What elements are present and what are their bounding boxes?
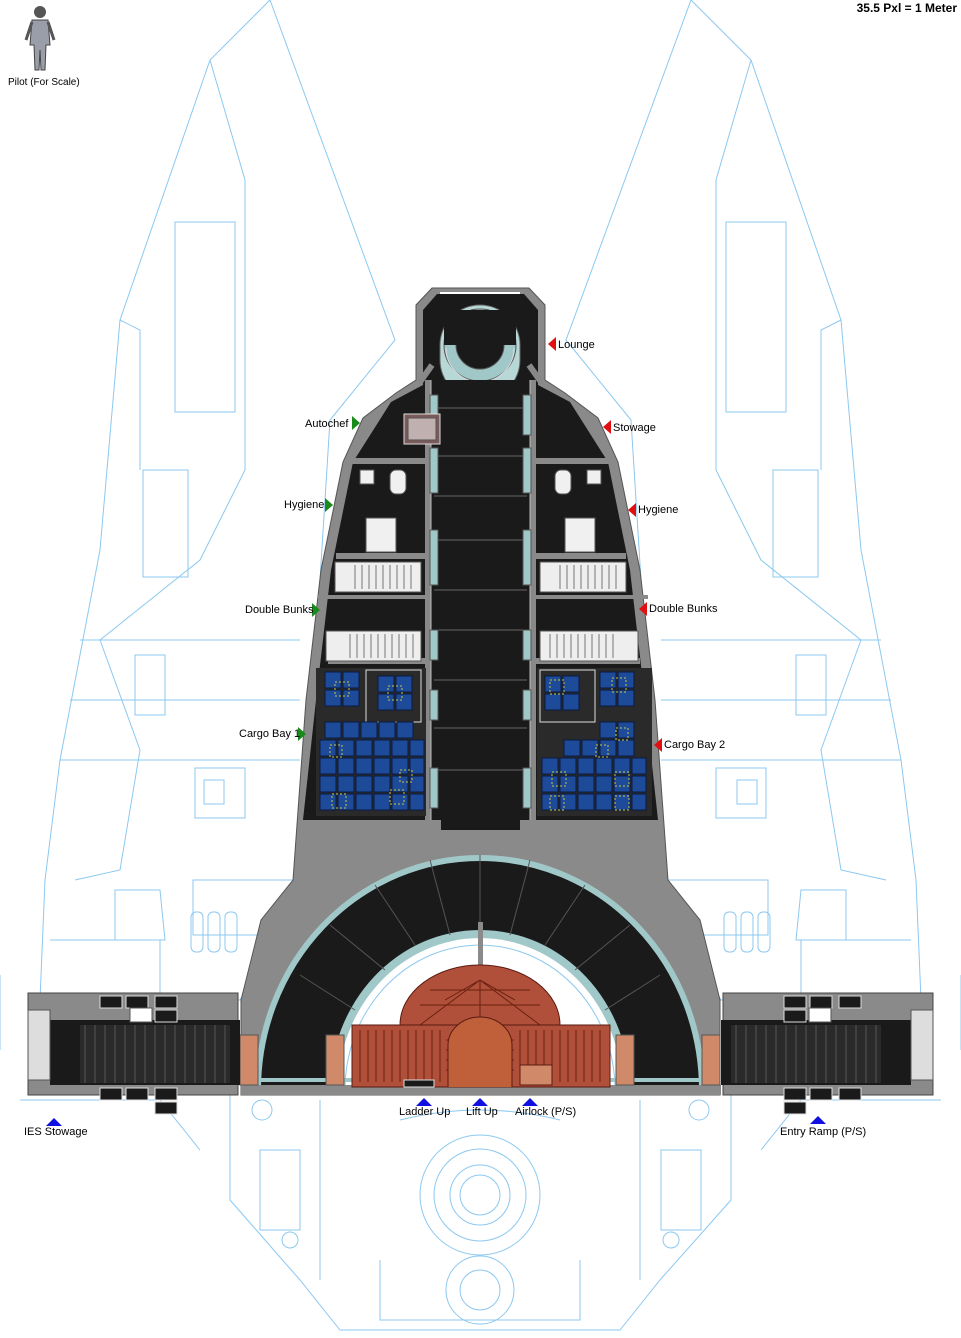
label-bunks-port: Double Bunks — [245, 604, 314, 616]
marker-cargo1-icon — [298, 727, 306, 741]
marker-ies-icon — [46, 1118, 62, 1126]
scale-text: 35.5 Pxl = 1 Meter — [856, 1, 957, 15]
central-corridor — [417, 363, 544, 820]
marker-lounge-icon — [548, 337, 556, 351]
port-pod — [27, 992, 240, 1115]
marker-hygiene-port-icon — [325, 498, 333, 512]
label-cargo-bay-2: Cargo Bay 2 — [664, 739, 726, 751]
marker-stowage-icon — [603, 420, 611, 434]
marker-airlock-icon — [522, 1098, 538, 1106]
marker-ramp-icon — [810, 1116, 826, 1124]
pilot-caption: Pilot (For Scale) — [8, 77, 80, 88]
label-bunks-starboard: Double Bunks — [649, 603, 718, 615]
marker-bunks-starboard-icon — [639, 602, 647, 616]
label-entry-ramp: Entry Ramp (P/S) — [780, 1126, 867, 1138]
marker-cargo2-icon — [654, 738, 662, 752]
marker-autochef-icon — [352, 416, 360, 430]
bunks — [325, 561, 639, 662]
label-cargo-bay-1: Cargo Bay 1 — [239, 728, 301, 740]
lounge-area — [439, 304, 521, 401]
marker-bunks-port-icon — [312, 603, 320, 617]
label-autochef: Autochef — [305, 418, 349, 430]
hygiene-fixtures — [359, 469, 602, 553]
pilot-figure-icon — [24, 6, 56, 71]
starboard-pod — [721, 992, 934, 1115]
cargo-bay-1 — [316, 668, 426, 816]
marker-hygiene-starboard-icon — [628, 503, 636, 517]
label-lift-up: Lift Up — [466, 1106, 498, 1118]
label-hygiene-starboard: Hygiene — [638, 504, 679, 516]
label-ladder-up: Ladder Up — [399, 1106, 451, 1118]
marker-ladder-icon — [416, 1098, 432, 1106]
label-airlock: Airlock (P/S) — [515, 1106, 577, 1118]
markers — [46, 337, 826, 1126]
label-stowage: Stowage — [613, 422, 656, 434]
cargo-bay-2 — [537, 668, 652, 816]
central-deck — [239, 964, 721, 1088]
marker-lift-icon — [472, 1098, 488, 1106]
label-ies-stowage: IES Stowage — [24, 1126, 88, 1138]
label-hygiene-port: Hygiene — [284, 499, 325, 511]
label-lounge: Lounge — [558, 339, 595, 351]
